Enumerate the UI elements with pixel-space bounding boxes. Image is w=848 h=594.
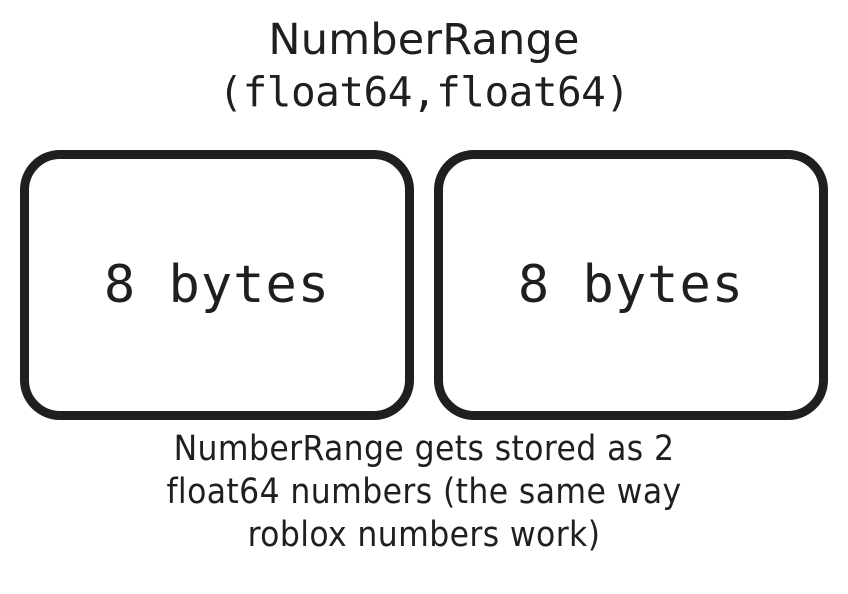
diagram-caption: NumberRange gets stored as 2 float64 num… — [0, 428, 848, 557]
caption-line: NumberRange gets stored as 2 — [173, 429, 675, 469]
field-size-label: 8 bytes — [103, 255, 331, 315]
memory-field-box-1: 8 bytes — [20, 150, 414, 420]
field-size-label: 8 bytes — [517, 255, 745, 315]
memory-layout-row: 8 bytes 8 bytes — [20, 150, 828, 420]
memory-field-box-2: 8 bytes — [434, 150, 828, 420]
caption-line: roblox numbers work) — [247, 515, 601, 555]
type-name-label: NumberRange — [268, 15, 580, 65]
caption-line: float64 numbers (the same way — [166, 472, 682, 512]
type-signature-label: (float64,float64) — [218, 68, 630, 116]
diagram-title: NumberRange (float64,float64) — [0, 14, 848, 118]
